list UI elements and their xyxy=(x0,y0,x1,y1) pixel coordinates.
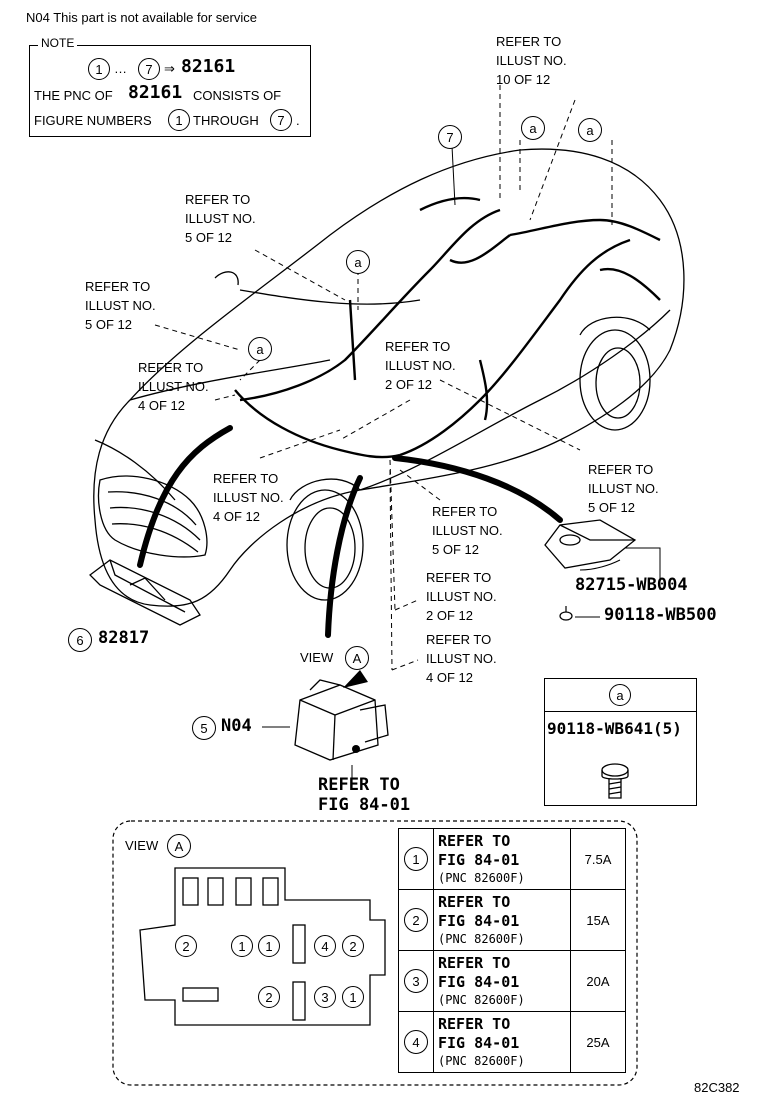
note-line3-mid: THROUGH xyxy=(193,113,259,128)
fuse-amperage: 25A xyxy=(586,1034,610,1050)
note-circle-start: 1 xyxy=(88,58,110,80)
diagram-code: 82C382 xyxy=(694,1080,740,1095)
fuse-ref-line2: FIG 84-01 xyxy=(438,850,520,869)
callout-a-4: a xyxy=(248,337,272,361)
note-title: NOTE xyxy=(38,36,78,50)
fuse-slot: 1 xyxy=(258,935,280,957)
fig-ref-line1: REFER TO xyxy=(318,775,400,795)
fuse-view-letter: A xyxy=(167,834,191,858)
note-line2-a: THE PNC OF xyxy=(34,88,113,103)
fuse-ref-pnc: (PNC 82600F) xyxy=(438,1053,525,1068)
fuse-amperage: 15A xyxy=(586,912,610,928)
fuse-slot: 1 xyxy=(231,935,253,957)
fuse-ref-line2: FIG 84-01 xyxy=(438,972,520,991)
fuse-slot: 2 xyxy=(258,986,280,1008)
part-90118-wb641: 90118-WB641(5) xyxy=(547,719,682,738)
fuse-ref-line2: FIG 84-01 xyxy=(438,911,520,930)
fuse-amperage: 20A xyxy=(586,973,610,989)
fuse-number: 3 xyxy=(404,969,428,993)
fuse-slot: 2 xyxy=(342,935,364,957)
callout-5: 5 xyxy=(192,716,216,740)
fuse-slot: 2 xyxy=(175,935,197,957)
fuse-ref-line1: REFER TO xyxy=(438,1014,511,1033)
note-line2-pnc: 82161 xyxy=(128,82,183,103)
fuse-ref-line1: REFER TO xyxy=(438,953,511,972)
header-note: N04 This part is not available for servi… xyxy=(26,10,257,25)
part-90118-wb500: 90118-WB500 xyxy=(604,605,717,625)
note-line3-circle-start: 1 xyxy=(168,109,190,131)
note-line2-b: CONSISTS OF xyxy=(193,88,282,103)
note-pnc: 82161 xyxy=(181,56,236,77)
note-circle-end: 7 xyxy=(138,58,160,80)
view-label: VIEW xyxy=(300,650,334,665)
part-n04: N04 xyxy=(221,716,252,736)
fuse-number: 1 xyxy=(404,847,428,871)
fuse-ref-line2: FIG 84-01 xyxy=(438,1033,520,1052)
fastener-box-label: a xyxy=(609,684,631,706)
fuse-amperage: 7.5A xyxy=(584,851,612,867)
callout-a-1: a xyxy=(521,116,545,140)
callout-7: 7 xyxy=(438,125,462,149)
fastener-box-a: a 90118-WB641(5) xyxy=(544,678,697,806)
fuse-number: 2 xyxy=(404,908,428,932)
note-box: NOTE 1 … 7 ⇒ 82161 THE PNC OF 82161 CONS… xyxy=(29,36,311,137)
note-line3-circle-end: 7 xyxy=(270,109,292,131)
fig-ref-line2: FIG 84-01 xyxy=(318,795,411,815)
fuse-view-label: VIEW xyxy=(125,838,159,853)
part-82715-wb004: 82715-WB004 xyxy=(575,575,688,595)
fuse-number: 4 xyxy=(404,1030,428,1054)
note-line3-a: FIGURE NUMBERS xyxy=(34,113,152,128)
callout-6: 6 xyxy=(68,628,92,652)
fuse-ref-line1: REFER TO xyxy=(438,892,511,911)
fuse-slot: 1 xyxy=(342,986,364,1008)
note-arrow: ⇒ xyxy=(164,61,175,76)
part-82817: 82817 xyxy=(98,628,150,648)
fuse-ref-pnc: (PNC 82600F) xyxy=(438,870,525,885)
note-range-sep: … xyxy=(114,61,127,76)
fuse-slot: 3 xyxy=(314,986,336,1008)
fuse-ref-pnc: (PNC 82600F) xyxy=(438,931,525,946)
view-letter-circle: A xyxy=(345,646,369,670)
fuse-ref-line1: REFER TO xyxy=(438,831,511,850)
fuse-ref-pnc: (PNC 82600F) xyxy=(438,992,525,1007)
note-line3-dot: . xyxy=(296,113,300,128)
callout-a-2: a xyxy=(578,118,602,142)
callout-a-3: a xyxy=(346,250,370,274)
fuse-slot: 4 xyxy=(314,935,336,957)
